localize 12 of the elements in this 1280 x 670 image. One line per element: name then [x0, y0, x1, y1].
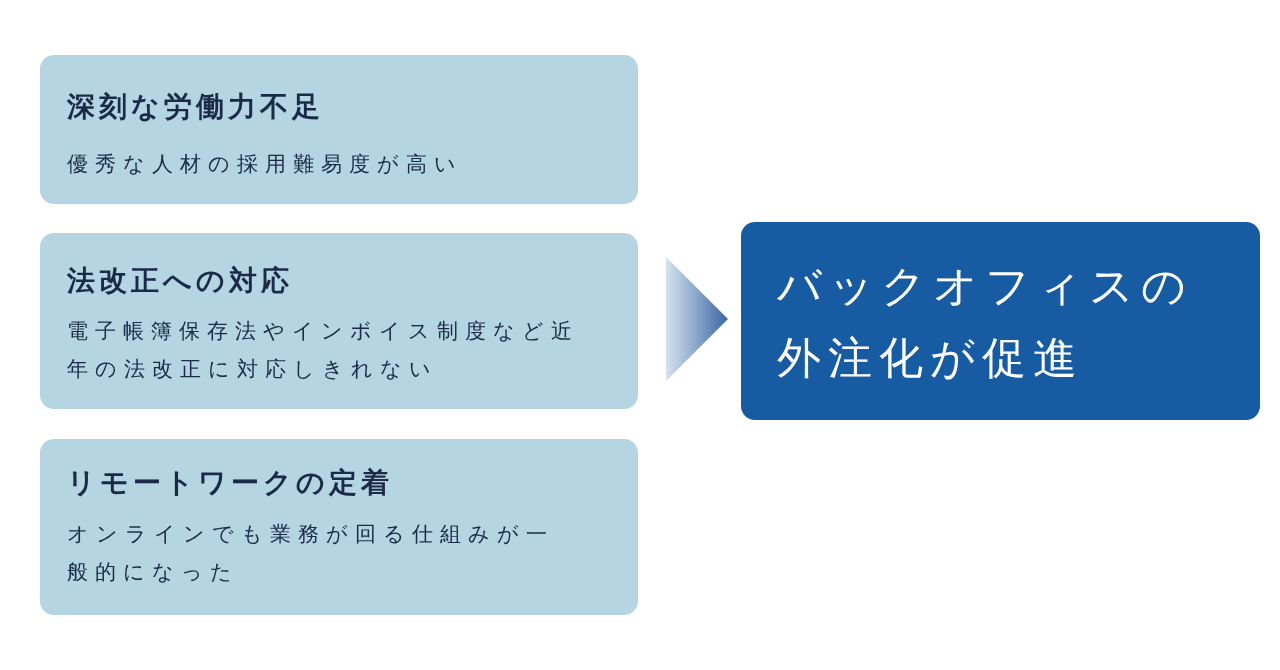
- reason-box: [40, 439, 638, 615]
- result-box: [741, 222, 1260, 420]
- reason-box: [40, 233, 638, 409]
- chevron-arrow: [666, 257, 728, 381]
- reason-description: オンラインでも業務が回る仕組みが一般的になった: [67, 521, 555, 586]
- reason-description: 優秀な人材の採用難易度が高い: [67, 151, 464, 178]
- reason-heading: 法改正への対応: [67, 263, 293, 299]
- reason-description: 電子帳簿保存法やインボイス制度など近年の法改正に対応しきれない: [67, 318, 580, 383]
- result-text: バックオフィスの外注化が促進: [777, 259, 1194, 385]
- reason-heading: 深刻な労働力不足: [67, 89, 324, 125]
- reason-box: [40, 55, 638, 204]
- reason-heading: リモートワークの定着: [67, 465, 393, 501]
